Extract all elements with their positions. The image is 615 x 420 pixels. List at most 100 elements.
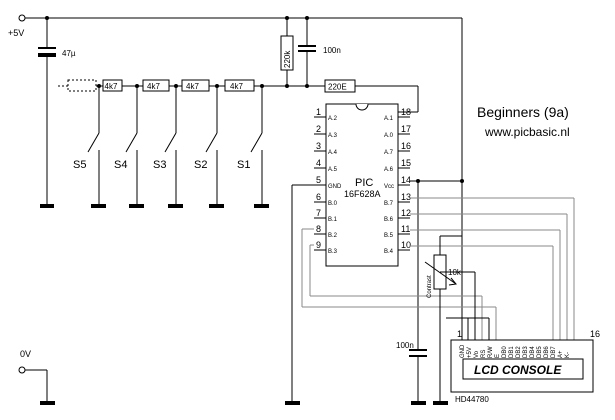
pic-chip bbox=[325, 103, 399, 267]
decoupling-capacitor-bottom bbox=[409, 181, 427, 405]
pic-gnd-wire bbox=[285, 184, 314, 405]
site-url: www.picbasic.nl bbox=[484, 125, 570, 139]
lcd-pin-label: K- bbox=[565, 352, 571, 358]
lcd-pin-label: DB4 bbox=[530, 346, 536, 358]
placeholder-resistor bbox=[67, 79, 97, 92]
pic-pin-10-name: B.4 bbox=[384, 249, 394, 255]
pic-pin-13-num: 13 bbox=[401, 192, 411, 202]
lcd-pin-label: RS bbox=[481, 350, 487, 358]
pic-pin-8-num: 8 bbox=[316, 224, 321, 234]
bulk-capacitor bbox=[38, 18, 56, 208]
pic-pin-10-num: 10 bbox=[401, 240, 411, 250]
svg-text:4k7: 4k7 bbox=[105, 82, 118, 91]
pic-pin-12-name: B.6 bbox=[384, 217, 394, 223]
lcd-ground-wires bbox=[446, 317, 490, 340]
switch-s4 bbox=[125, 86, 144, 208]
pic-right-pin-stubs bbox=[398, 116, 410, 251]
pic-pin-18-num: 18 bbox=[401, 107, 411, 117]
pic-pin-1-name: A.2 bbox=[328, 116, 338, 122]
lcd-pin-label: DB1 bbox=[509, 346, 515, 358]
switch-s5 bbox=[87, 86, 106, 208]
switch-s2-label: S2 bbox=[194, 159, 207, 171]
decoupling-capacitor-top-label: 100n bbox=[323, 46, 341, 55]
bulk-capacitor-label: 47µ bbox=[62, 49, 76, 58]
decoupling-capacitor-top bbox=[298, 18, 316, 86]
gnd-rail bbox=[25, 369, 55, 405]
pic-left-pin-stubs bbox=[314, 116, 326, 251]
pic-pin-17-name: A.0 bbox=[384, 133, 394, 139]
lcd-pin-label: A+ bbox=[558, 350, 564, 358]
switch-resistor-2: 4k7 bbox=[142, 79, 170, 92]
svg-text:4k7: 4k7 bbox=[186, 82, 199, 91]
pic-pin-17-num: 17 bbox=[401, 124, 411, 134]
pic-pin-3-name: A.4 bbox=[328, 150, 338, 156]
pic-pin-16-num: 16 bbox=[401, 141, 411, 151]
pic-pin-15-name: A.6 bbox=[384, 167, 394, 173]
pic-pin-8-name: B.2 bbox=[328, 233, 338, 239]
pic-pin-5-name: GND bbox=[328, 184, 342, 190]
ladder-line bbox=[58, 85, 419, 113]
pic-pin-7-name: B.1 bbox=[328, 217, 338, 223]
pic-pin-11-name: B.5 bbox=[384, 233, 394, 239]
svg-text:4k7: 4k7 bbox=[230, 82, 243, 91]
lcd-console-text: LCD CONSOLE bbox=[474, 363, 562, 377]
lcd-pin-label: DB5 bbox=[537, 346, 543, 358]
switch-resistor-3: 4k7 bbox=[181, 79, 210, 92]
pic-pin-6-num: 6 bbox=[316, 192, 321, 202]
gnd-label: 0V bbox=[20, 349, 31, 359]
pic-to-lcd-wires bbox=[301, 197, 575, 340]
pic-pin-3-num: 3 bbox=[316, 141, 321, 151]
pic-pin-9-num: 9 bbox=[316, 240, 321, 250]
vcc-terminal bbox=[18, 14, 26, 22]
pic-pin-18-name: A.1 bbox=[384, 116, 394, 122]
pullup-resistor-label: 220k bbox=[283, 50, 292, 68]
pic-pin-11-num: 11 bbox=[401, 224, 410, 234]
pic-pin-2-name: A.3 bbox=[328, 133, 338, 139]
contrast-potentiometer bbox=[424, 235, 476, 405]
lcd-pin-label: DB6 bbox=[544, 346, 550, 358]
diagram-title: Beginners (9a) bbox=[477, 104, 569, 120]
lcd-part-label: HD44780 bbox=[455, 395, 489, 404]
lcd-pin-label: R/W bbox=[488, 346, 494, 358]
switch-s3-label: S3 bbox=[153, 159, 166, 171]
gnd-terminal bbox=[18, 366, 26, 374]
lcd-pin-label: DB0 bbox=[502, 346, 508, 358]
pic-name: PIC bbox=[355, 177, 373, 189]
lcd-pin-label: GND bbox=[460, 344, 466, 358]
pic-pin-1-num: 1 bbox=[316, 107, 321, 117]
lcd-pin-labels: GND +5V Vo RS R/W E DB0 DB1 DB2 DB3 DB4 … bbox=[460, 344, 571, 358]
pic-pin-14-name: Vcc bbox=[384, 184, 394, 190]
pic-pin-7-num: 7 bbox=[316, 208, 321, 218]
lcd-pin-label: +5V bbox=[467, 347, 473, 358]
pic-pin-16-name: A.7 bbox=[384, 150, 394, 156]
pic-pin-4-num: 4 bbox=[316, 158, 321, 168]
svg-text:4k7: 4k7 bbox=[147, 82, 160, 91]
pic-pin-12-num: 12 bbox=[401, 208, 411, 218]
lcd-pin-last: 16 bbox=[590, 329, 600, 339]
switch-s4-label: S4 bbox=[114, 159, 127, 171]
switch-resistor-4: 4k7 bbox=[224, 79, 255, 92]
vcc-label: +5V bbox=[8, 28, 24, 38]
lcd-pin-first: 1 bbox=[457, 329, 462, 339]
lcd-module bbox=[450, 339, 594, 393]
switch-s1-label: S1 bbox=[237, 159, 250, 171]
lcd-pin-label: DB7 bbox=[551, 346, 557, 358]
pic-pin-5-num: 5 bbox=[316, 175, 321, 185]
pic-pin-13-name: B.7 bbox=[384, 201, 394, 207]
lcd-pin-label: E bbox=[495, 354, 501, 358]
pot-label: Contrast bbox=[427, 275, 433, 298]
pullup-resistor bbox=[280, 18, 294, 86]
lcd-pin-label: DB2 bbox=[516, 346, 522, 358]
pot-value: 10k bbox=[448, 268, 462, 277]
decoupling-capacitor-bottom-label: 100n bbox=[396, 341, 414, 350]
pic-pin-6-name: B.0 bbox=[328, 201, 338, 207]
pic-part: 16F628A bbox=[344, 189, 381, 199]
series-resistor: 220E bbox=[324, 79, 356, 93]
switch-resistor-1: 4k7 bbox=[102, 79, 123, 92]
switch-s1 bbox=[250, 86, 269, 208]
switch-s5-label: S5 bbox=[73, 159, 86, 171]
lcd-pin-label: DB3 bbox=[523, 346, 529, 358]
switch-s3 bbox=[164, 86, 183, 208]
switch-s2 bbox=[205, 86, 224, 208]
